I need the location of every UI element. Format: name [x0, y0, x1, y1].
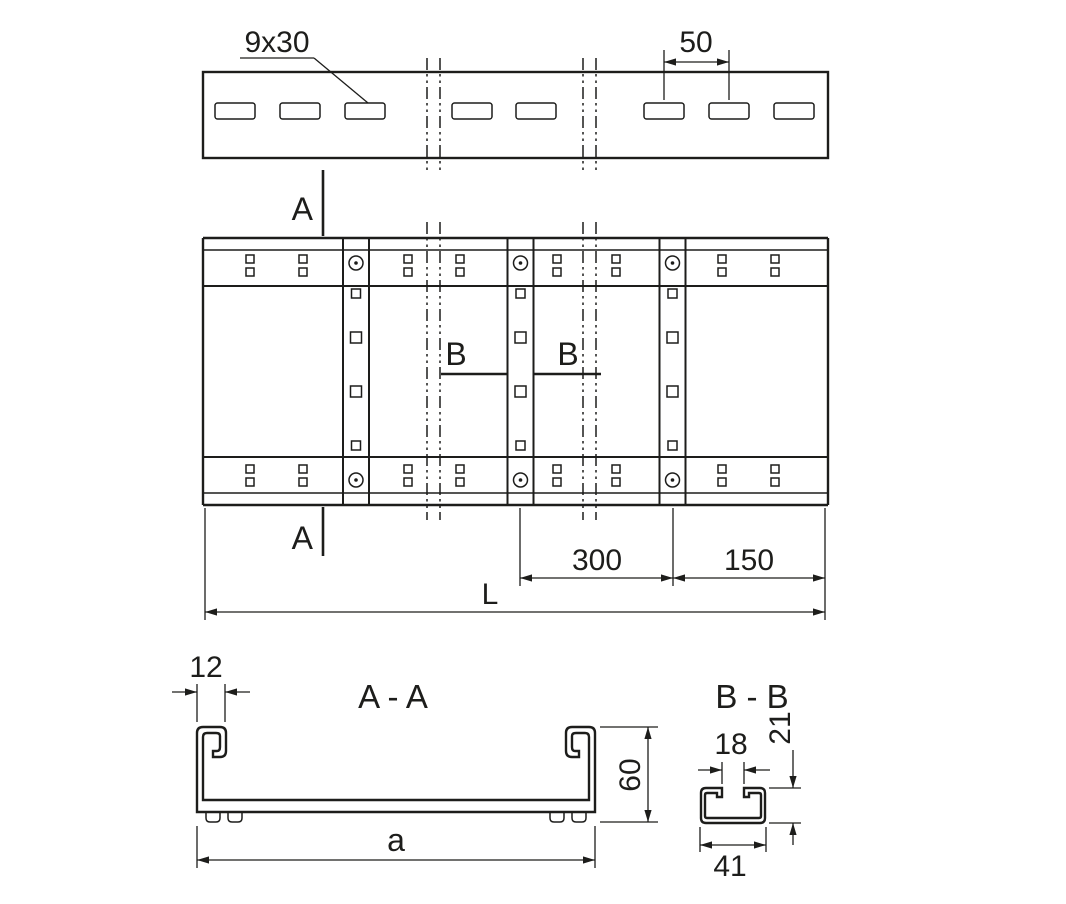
bottom-feet: [205, 811, 587, 823]
rung-width-label: 41: [713, 850, 746, 883]
section-aa-view: A - A 12 60: [172, 651, 658, 868]
rung-cross-section: [699, 786, 767, 825]
rung-height-dimension: 21: [764, 711, 801, 845]
ladder-cross-section: [195, 725, 597, 814]
flange-width-label: 12: [189, 651, 222, 684]
section-bb-view: B - B 18 21 41: [698, 678, 801, 883]
end-distance-label: 150: [724, 544, 774, 577]
slot-pitch-dimension: 50: [663, 26, 730, 100]
plan-view: A A B B 300 150 L: [201, 170, 830, 620]
section-b-label-right: B: [557, 336, 578, 372]
rung-height-label: 21: [764, 711, 797, 744]
top-rail: [203, 236, 828, 287]
rung-width-dimension: 41: [699, 827, 767, 883]
rung-1: [342, 237, 370, 506]
side-view: 9x30 50: [201, 26, 830, 172]
section-b-marker: B B: [441, 336, 601, 376]
total-length-dimension: L: [205, 578, 825, 616]
section-bb-title: B - B: [715, 678, 788, 715]
rung-2: [506, 237, 535, 506]
total-length-label: L: [482, 578, 499, 611]
rung-spacing-label: 300: [572, 544, 622, 577]
slot-size-callout: 9x30: [240, 26, 369, 104]
section-b-label-left: B: [445, 336, 466, 372]
section-aa-title: A - A: [358, 678, 428, 715]
section-a-marker-top: A: [292, 170, 325, 236]
slot-pitch-label: 50: [679, 26, 712, 59]
plan-break-lines: [426, 222, 597, 520]
bottom-rail: [203, 456, 828, 507]
slot-size-label: 9x30: [244, 26, 309, 59]
perforation-slots: [214, 102, 815, 120]
section-a-marker-bottom: A: [292, 507, 325, 556]
flange-width-dimension: 12: [172, 651, 250, 722]
rung-3: [658, 237, 687, 506]
rung-opening-dimension: 18: [698, 728, 770, 784]
tray-width-dimension: a: [196, 822, 596, 868]
rung-opening-label: 18: [714, 728, 747, 761]
rail-height-label: 60: [614, 758, 647, 791]
flange-perforations-bottom: [245, 464, 780, 487]
tray-width-label: a: [387, 822, 405, 858]
section-a-label-top: A: [292, 191, 314, 227]
flange-perforations-top: [245, 254, 780, 277]
section-a-label-bottom: A: [292, 520, 314, 556]
rung-spacing-dimension: 300 150: [204, 508, 826, 620]
rail-height-dimension: 60: [600, 726, 658, 823]
side-view-break-lines: [426, 58, 597, 172]
